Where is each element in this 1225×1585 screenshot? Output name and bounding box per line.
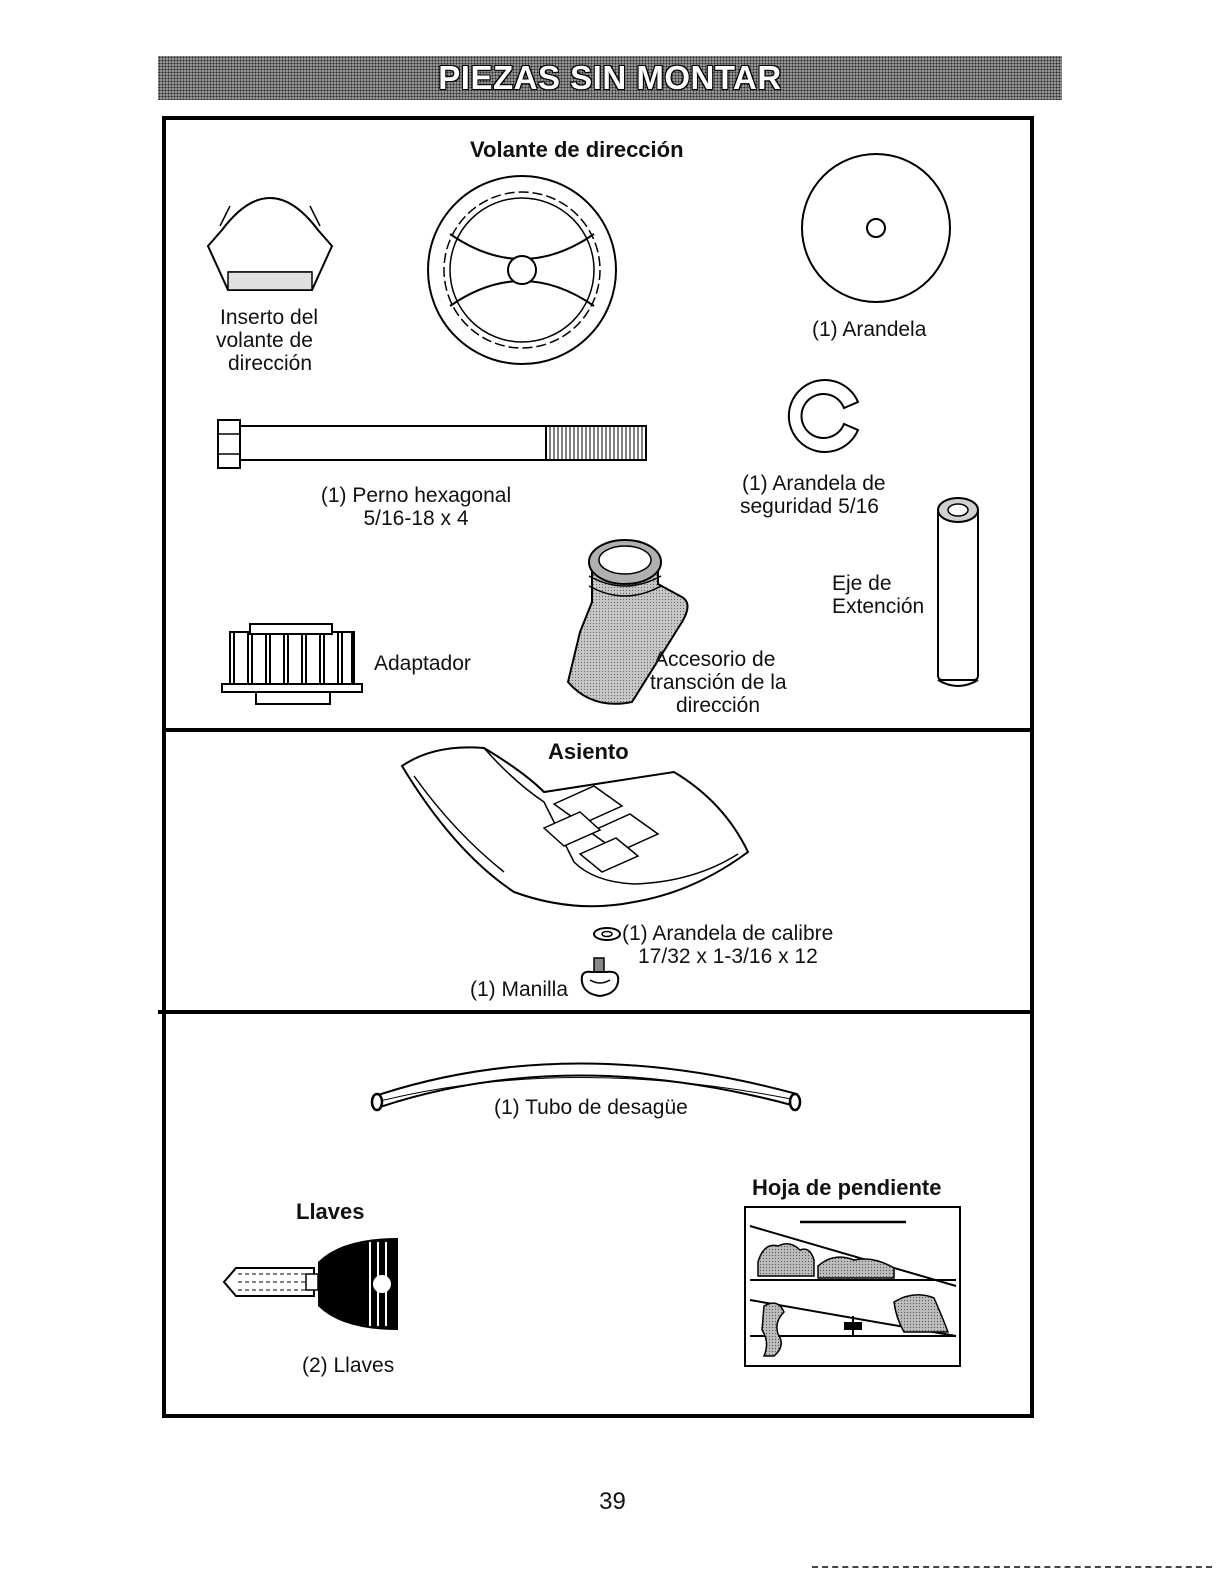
washer-illustration — [801, 153, 951, 303]
section-divider-2 — [158, 1010, 1030, 1014]
steering-wheel-illustration — [427, 175, 617, 365]
insert-label-line-3: dirección — [228, 352, 313, 375]
section-header-bar: PIEZAS SIN MONTAR — [158, 56, 1062, 100]
transition-label-line-1: Accesorio de — [654, 648, 776, 671]
gauge-washer-label-line-1: (1) Arandela de calibre — [622, 922, 833, 945]
extension-label-line-1: Eje de — [832, 572, 892, 595]
seat-title: Asiento — [548, 739, 629, 764]
gauge-washer-icon — [593, 927, 621, 941]
bolt-label-line-2: 5/16-18 x 4 — [363, 507, 469, 530]
adapter-illustration — [221, 623, 363, 705]
insert-label-line-1: Inserto del — [220, 306, 319, 329]
gauge-washer-label-text: (1) Arandela de calibre — [622, 922, 834, 945]
slope-sheet-illustration — [744, 1206, 961, 1367]
keys-label: (2) Llaves — [302, 1354, 395, 1377]
drain-tube-illustration — [370, 1062, 802, 1112]
hex-bolt-illustration — [217, 419, 647, 469]
steering-wheel-title: Volante de dirección — [470, 137, 684, 162]
steering-wheel-insert-illustration — [206, 197, 334, 291]
page-title: PIEZAS SIN MONTAR — [438, 59, 782, 96]
extension-label-line-2: Extención — [832, 595, 925, 618]
lock-washer-illustration — [787, 379, 860, 453]
knob-icon — [580, 957, 620, 998]
bolt-label-line-1: (1) Perno hexagonal — [320, 484, 512, 507]
lockwasher-label-line-1: (1) Arandela de — [742, 472, 886, 495]
drain-tube-label: (1) Tubo de desagüe — [490, 1096, 692, 1119]
insert-label-line-2: volante de — [216, 329, 313, 352]
knob-label: (1) Manilla — [470, 978, 569, 1001]
page-number: 39 — [599, 1488, 626, 1515]
key-illustration — [222, 1238, 398, 1330]
section-divider-1 — [162, 728, 1034, 732]
transition-label-line-3: dirección — [676, 694, 761, 717]
lockwasher-label-line-2: seguridad 5/16 — [740, 495, 879, 518]
bottom-rule — [812, 1566, 1212, 1568]
slope-sheet-title: Hoja de pendiente — [752, 1175, 942, 1200]
steering-transition-fitting-illustration — [566, 539, 689, 705]
seat-illustration — [400, 746, 750, 908]
extension-shaft-illustration — [937, 497, 979, 687]
transition-label-line-2: transción de la — [650, 671, 787, 694]
parts-panel — [162, 116, 1034, 1418]
washer-label: (1) Arandela — [812, 318, 927, 341]
keys-title: Llaves — [296, 1199, 365, 1224]
gauge-washer-label-line-2: 17/32 x 1-3/16 x 12 — [638, 945, 818, 968]
adapter-label: Adaptador — [374, 652, 471, 675]
